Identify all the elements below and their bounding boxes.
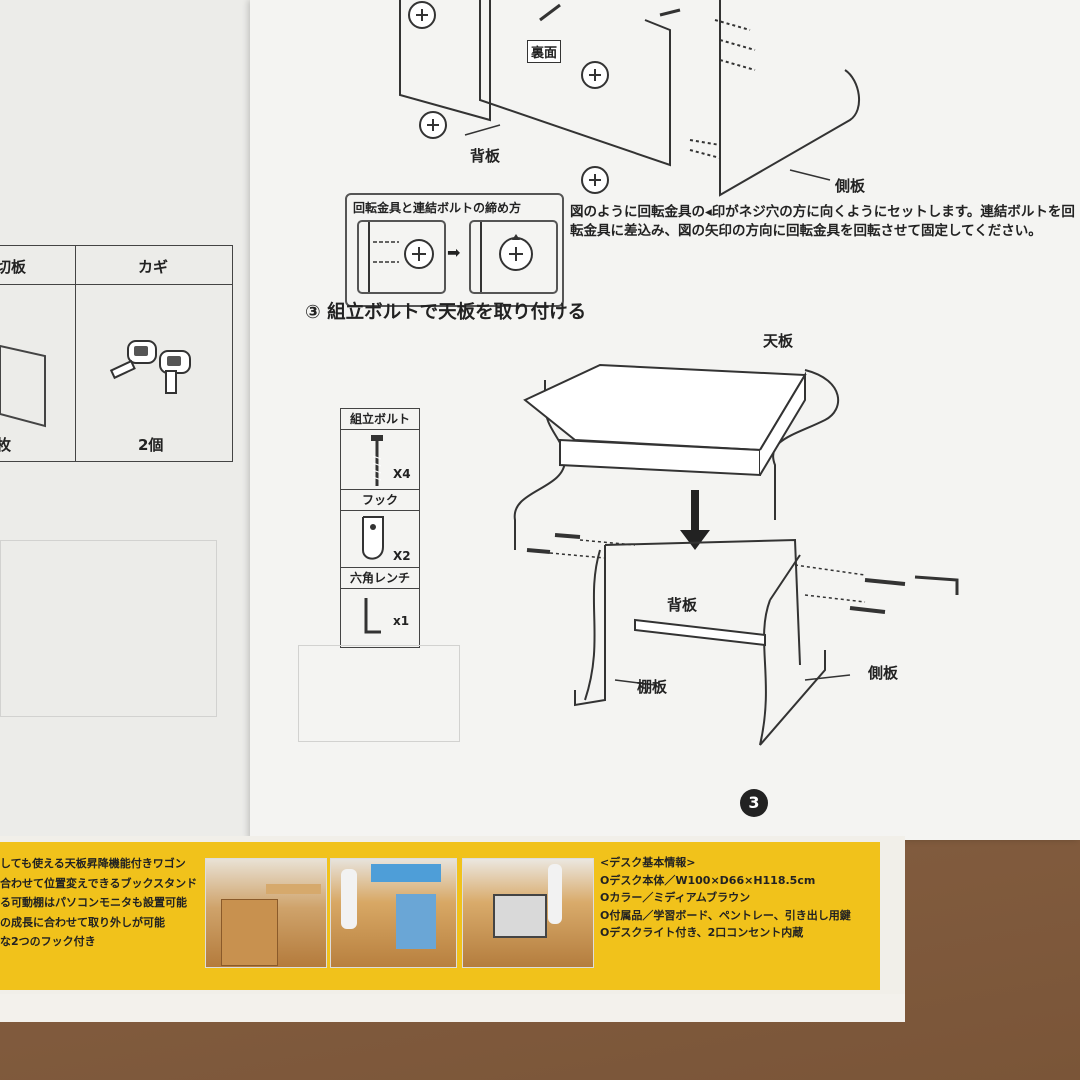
show-through-box-2 xyxy=(298,645,460,742)
shelf-board-label: 棚板 xyxy=(637,678,668,696)
hex-wrench-icon xyxy=(364,598,381,634)
page-number-badge: 3 xyxy=(740,789,768,817)
feature-item: しても使える天板昇降機能付きワゴン xyxy=(0,857,186,870)
table-divider xyxy=(75,246,76,461)
desk-photo-2 xyxy=(330,858,457,968)
left-panel xyxy=(399,0,491,122)
desk-photo-1 xyxy=(205,858,327,968)
top-board-label: 天板 xyxy=(763,332,794,350)
part-name-bolt: 組立ボルト xyxy=(341,409,419,430)
desk-info-item: Oカラー／ミディアムブラウン xyxy=(600,891,751,904)
side-board-label-top: 側板 xyxy=(835,177,866,195)
board-illustration xyxy=(0,344,46,428)
assembly-diagram-top xyxy=(399,0,861,197)
desk-assembly-drawing xyxy=(513,363,959,746)
feature-item: の成長に合わせて取り外しが可能 xyxy=(0,915,165,929)
fastening-howto-box: 回転金具と連結ボルトの締め方 ➡ xyxy=(345,193,564,307)
feature-item: 合わせて位置変えできるブックスタンド xyxy=(0,876,198,890)
howto-step-after xyxy=(469,220,558,294)
feature-item: な2つのフック付き xyxy=(0,935,96,948)
fastening-instructions: 図のように回転金具の◂印がネジ穴の方に向くようにセットします。連結ボルトを回転金… xyxy=(570,204,1075,239)
part-name-hook: フック xyxy=(341,490,419,511)
desk-info-block: <デスク基本情報> Oデスク本体／W100×D66×H118.5cm Oカラー／… xyxy=(600,854,870,942)
back-board-label: 背板 xyxy=(667,596,698,614)
parts-table-header: 切板 カギ xyxy=(0,246,232,285)
parts-header-board: 切板 xyxy=(0,258,27,276)
key-icon-2 xyxy=(159,350,191,394)
show-through-box xyxy=(0,540,217,717)
part-qty-wrench: x1 xyxy=(393,614,410,628)
parts-list-table: 組立ボルト X4 フック X2 六角レンチ x1 xyxy=(340,408,420,648)
desk-photo-3 xyxy=(462,858,594,968)
howto-title: 回転金具と連結ボルトの締め方 xyxy=(353,201,522,215)
desk-top xyxy=(523,363,807,452)
parts-count-board: 枚 xyxy=(0,436,12,454)
part-qty-hook: X2 xyxy=(393,549,411,563)
product-flyer: しても使える天板昇降機能付きワゴン 合わせて位置変えできるブックスタンド る可動… xyxy=(0,836,905,1022)
parts-header-key: カギ xyxy=(138,258,169,276)
part-qty-bolt: X4 xyxy=(393,467,411,481)
desk-info-item: Oデスク本体／W100×D66×H118.5cm xyxy=(600,873,816,887)
parts-count-key: 2個 xyxy=(138,436,164,454)
flyer-feature-list: しても使える天板昇降機能付きワゴン 合わせて位置変えできるブックスタンド る可動… xyxy=(0,854,200,952)
side-panel xyxy=(719,0,861,197)
desk-info-item: Oデスクライト付き、2口コンセント内蔵 xyxy=(600,926,804,939)
feature-item: る可動棚はパソコンモニタも設置可能 xyxy=(0,896,187,909)
part-name-wrench: 六角レンチ xyxy=(341,568,419,589)
back-board-label-top: 背板 xyxy=(470,147,501,165)
back-panel xyxy=(479,0,671,167)
desk-info-title: <デスク基本情報> xyxy=(600,856,696,869)
side-board-label: 側板 xyxy=(868,664,899,682)
howto-step-before xyxy=(357,220,446,294)
step3-title: ③ 組立ボルトで天板を取り付ける xyxy=(305,302,587,323)
screw-icon xyxy=(539,3,561,22)
hook-icon xyxy=(362,516,384,560)
desk-info-item: O付属品／学習ボード、ペントレー、引き出し用鍵 xyxy=(600,908,851,922)
parts-table: 切板 カギ 枚 2個 xyxy=(0,245,233,462)
parts-illustrations xyxy=(0,340,191,428)
arrow-right-icon: ➡ xyxy=(447,243,461,262)
key-icon xyxy=(109,340,157,380)
shelf-board xyxy=(634,618,766,647)
back-side-label: 裏面 xyxy=(527,40,562,63)
bolt-icon xyxy=(371,435,383,486)
